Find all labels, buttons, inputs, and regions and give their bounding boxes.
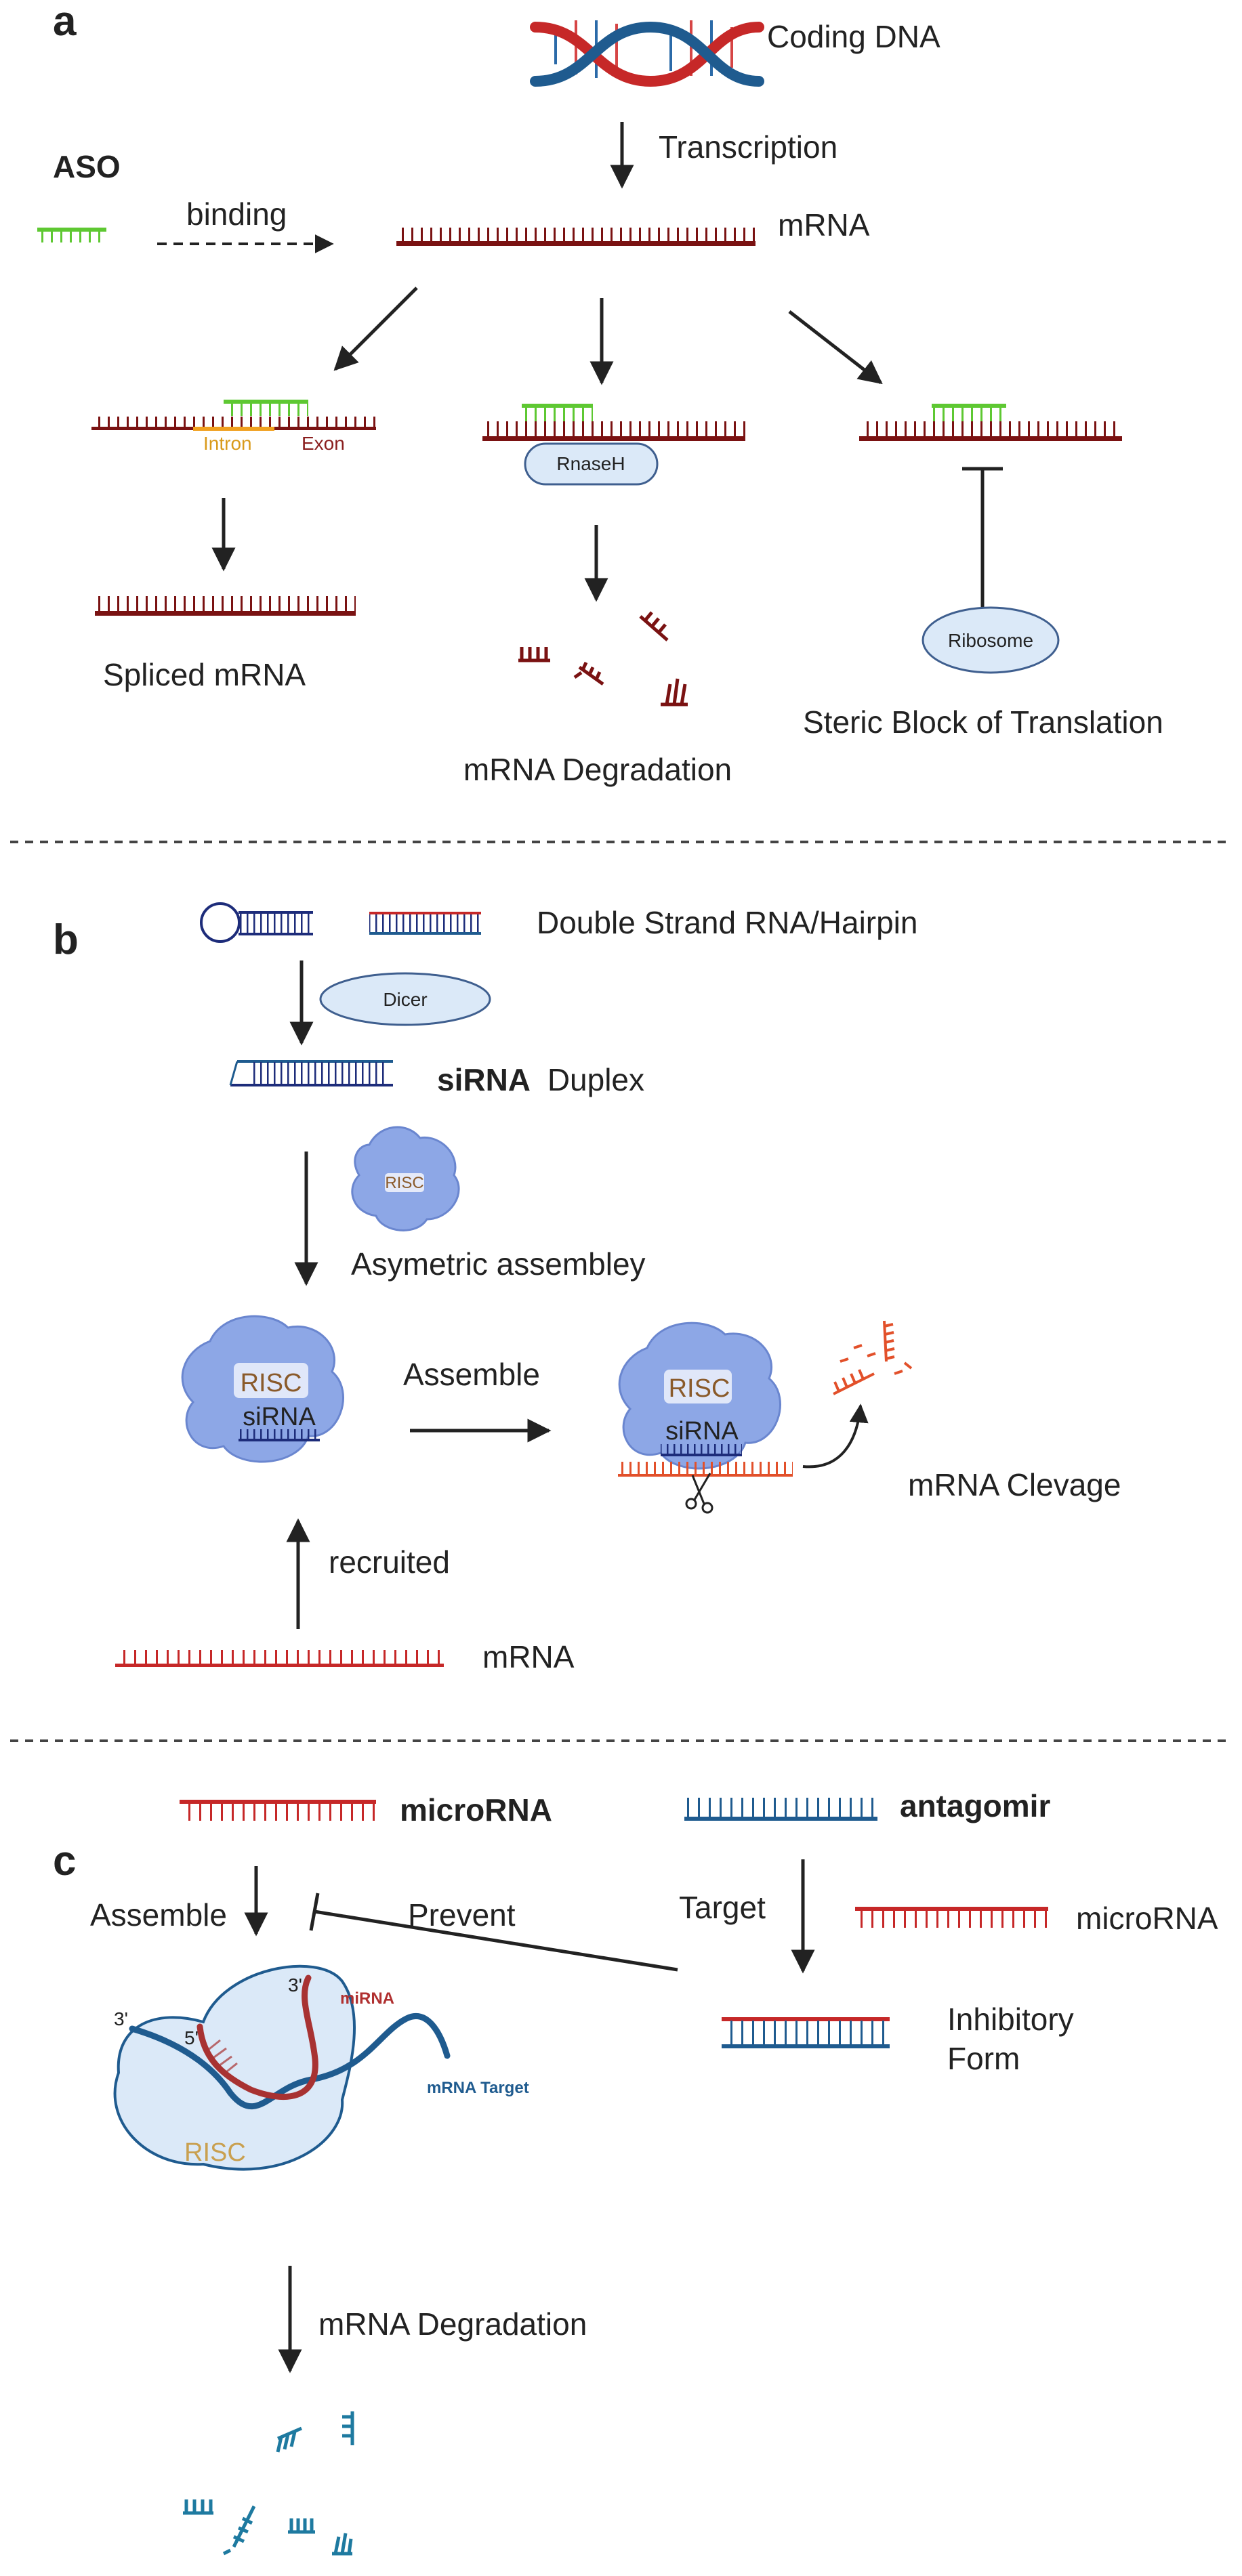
duplex-label: Duplex (547, 1062, 644, 1097)
prevent-bar (309, 1893, 320, 1931)
prevent-line (314, 1909, 678, 1972)
microrna-strand-2 (855, 1907, 1048, 1928)
panel-c-letter: c (53, 1838, 76, 1884)
spliced-mrna-label: Spliced mRNA (103, 657, 306, 692)
risc-label-2: RISC (669, 1374, 730, 1403)
antagomir-label: antagomir (900, 1788, 1050, 1823)
sirna-label: siRNA (243, 1403, 316, 1431)
double-strand-label: Double Strand RNA/Hairpin (537, 905, 918, 940)
sirna-label-2: siRNA (665, 1417, 739, 1445)
five-prime-label: 5' (184, 2027, 199, 2048)
arrow-to-splicing (333, 287, 418, 371)
cleaved-fragments (833, 1320, 913, 1395)
target-label: Target (679, 1890, 766, 1925)
risc-label: RISC (241, 1369, 302, 1397)
three-prime-label-a: 3' (114, 2008, 128, 2029)
ribosome (922, 606, 1060, 674)
inhibitory-duplex (722, 2017, 890, 2048)
inhibitory-label-1: Inhibitory (947, 2002, 1074, 2037)
asymmetric-label: Asymetric assembley (351, 1246, 646, 1282)
inhibitory-label-2: Form (947, 2041, 1020, 2076)
ribosome-label: Ribosome (948, 630, 1033, 651)
risc-mirna-complex (113, 1964, 451, 2171)
degraded-fragments-c (183, 2411, 354, 2556)
sirna-duplex-label: siRNA Duplex (437, 1062, 644, 1097)
assemble-label-c: Assemble (90, 1897, 227, 1933)
panel-c: c microRNA antagomir Assemble Prevent Ta… (53, 1788, 1218, 2556)
panel-b-letter: b (53, 916, 79, 963)
coding-dna-label: Coding DNA (767, 19, 940, 54)
rnaseh-label: RnaseH (556, 453, 625, 474)
rnaseh-mrna-strand (482, 404, 745, 441)
aso-label: ASO (53, 149, 121, 184)
dicer-label: Dicer (383, 989, 427, 1010)
dicer-enzyme (319, 972, 491, 1026)
aso-strand (37, 228, 106, 242)
spliced-mrna-strand (95, 596, 356, 616)
rnaseh-enzyme (524, 442, 659, 486)
risc-complex-2 (618, 1322, 793, 1514)
three-prime-label-b: 3' (288, 1975, 302, 1996)
steric-mrna-strand (859, 404, 1122, 441)
sirna-bold-label: siRNA (437, 1062, 531, 1097)
risc-complex-1 (181, 1315, 344, 1463)
mirna-label: miRNA (340, 1989, 394, 2008)
panel-a-letter: a (53, 0, 77, 45)
microrna-strand (180, 1800, 376, 1821)
panel-b: b Double Strand RNA/Hairpin Dicer siRNA … (53, 902, 1121, 1674)
splicing-complex (91, 400, 376, 431)
panel-a: a Coding DNA Transcription ASO bindin (37, 0, 1163, 787)
risc-label-c: RISC (184, 2138, 246, 2167)
microrna2-label: microRNA (1076, 1901, 1218, 1936)
mrna-degradation-label: mRNA Degradation (463, 752, 732, 787)
mrna-clevage-label: mRNA Clevage (908, 1467, 1121, 1502)
mrna-target-label: mRNA Target (427, 2079, 529, 2097)
dna-helix-icon (530, 20, 764, 87)
mrna-label: mRNA (778, 207, 870, 242)
prevent-label: Prevent (408, 1897, 516, 1933)
arrow-to-steric (788, 310, 883, 385)
binding-label: binding (186, 196, 287, 232)
antagomir-strand (684, 1798, 877, 1821)
mrna-strand (396, 228, 755, 246)
mrna-degradation-label-c: mRNA Degradation (318, 2306, 587, 2342)
assemble-label: Assemble (403, 1357, 540, 1392)
microrna-label: microRNA (400, 1792, 552, 1828)
steric-block-label: Steric Block of Translation (803, 704, 1163, 740)
risc-small-label: RISC (385, 1174, 423, 1192)
exon-label: Exon (302, 433, 345, 454)
recruited-label: recruited (329, 1544, 450, 1580)
hairpin-rna (200, 902, 313, 943)
mrna-strand-b (115, 1650, 444, 1667)
double-strand-rna (369, 912, 481, 935)
intron-label: Intron (203, 433, 252, 454)
risc-small-complex (351, 1126, 460, 1231)
mrna-label-b: mRNA (482, 1639, 575, 1674)
degraded-fragments (518, 611, 688, 706)
cleavage-arrow (802, 1403, 869, 1469)
transcription-label: Transcription (659, 129, 837, 165)
sirna-duplex (229, 1060, 393, 1086)
